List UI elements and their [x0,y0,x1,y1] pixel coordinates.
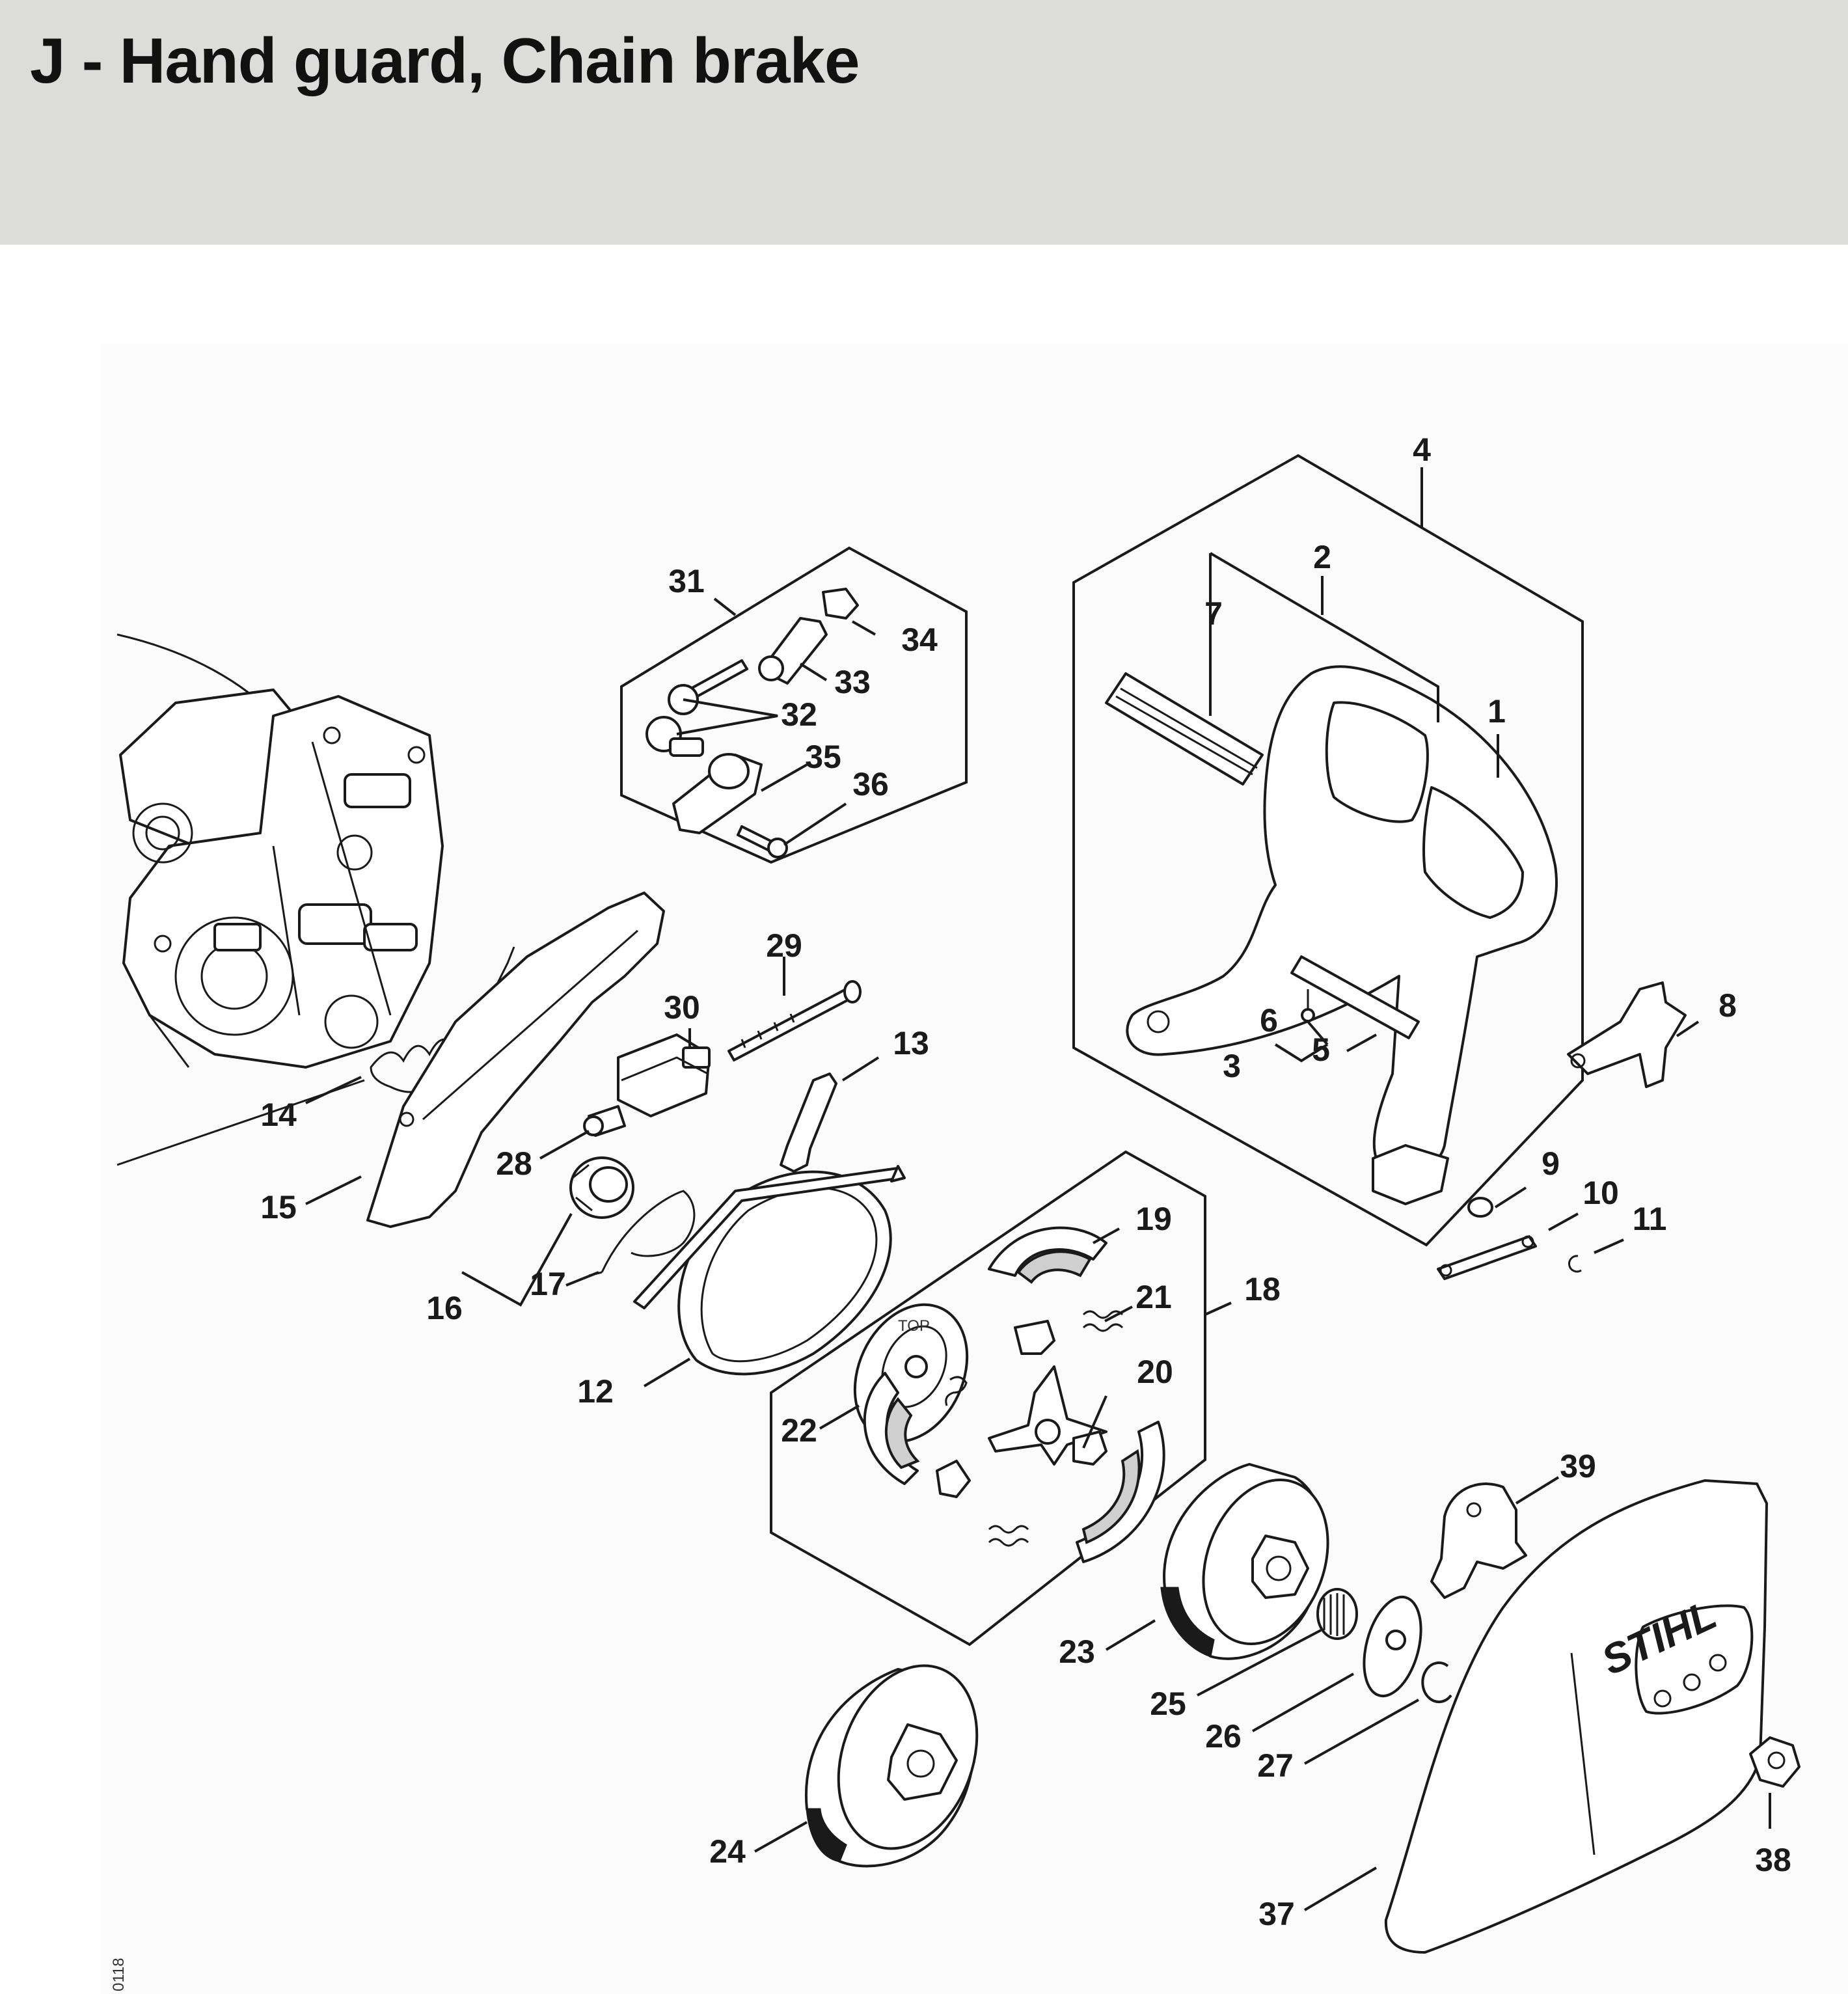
carrier-30 [617,1033,711,1117]
callout-31: 31 [668,563,705,599]
callout-labels: 1 2 3 4 5 6 7 8 9 10 11 12 13 14 15 16 1… [260,431,1791,1932]
clip-27 [1421,1661,1452,1704]
lever-13 [780,1072,837,1173]
callout-9: 9 [1542,1145,1560,1182]
callout-36: 36 [852,766,889,802]
clutch-drum-23 [1160,1463,1329,1660]
image-code: 0118 [110,1958,128,1991]
spring-21 [1082,1310,1124,1332]
group-18-outline [770,1150,1206,1646]
callout-1: 1 [1488,693,1506,730]
callout-32: 32 [781,696,817,733]
clutch-links [936,1320,1107,1498]
callout-15: 15 [260,1189,297,1225]
callout-35: 35 [805,739,841,775]
nut-9 [1467,1197,1493,1218]
callout-2: 2 [1313,539,1331,575]
sleeve-16 [569,1156,634,1219]
pin-28 [583,1105,626,1137]
sprocket-cover-37: STIHL [1384,1479,1768,1954]
callout-37: 37 [1258,1896,1295,1932]
header-bar: J - Hand guard, Chain brake [0,0,1848,245]
callout-22: 22 [781,1412,817,1449]
screw-6 [1301,989,1315,1022]
callout-28: 28 [496,1145,532,1182]
callout-21: 21 [1135,1279,1172,1315]
top-marking: TOP [898,1317,930,1335]
sprocket-24 [804,1664,979,1868]
engine-housing [116,633,444,1166]
shoe-left [863,1372,920,1485]
callout-16: 16 [426,1290,463,1326]
callout-29: 29 [766,927,802,964]
callout-4: 4 [1413,431,1431,468]
shoe-right [1076,1421,1165,1563]
callout-25: 25 [1150,1686,1186,1722]
callout-27: 27 [1257,1747,1294,1784]
callout-39: 39 [1560,1448,1596,1484]
cover-15 [366,892,665,1228]
washer-26 [1363,1595,1422,1698]
callout-17: 17 [530,1266,566,1302]
callout-8: 8 [1719,987,1737,1024]
plate-5 [1290,955,1420,1039]
callout-23: 23 [1059,1633,1095,1670]
needle-cage-25 [1316,1588,1358,1640]
spring-lower [988,1525,1029,1547]
clip-11 [1568,1255,1582,1273]
leader-lines [305,467,1771,1911]
callout-13: 13 [893,1025,929,1061]
callout-10: 10 [1583,1175,1619,1211]
page-title: J - Hand guard, Chain brake [30,25,860,96]
link-10 [1437,1235,1537,1280]
group-31-outline [620,546,968,864]
callout-12: 12 [577,1373,614,1410]
group-31-parts [645,588,859,858]
callout-33: 33 [834,664,871,700]
callout-14: 14 [260,1097,297,1133]
brake-band-12 [633,1165,906,1376]
callout-30: 30 [664,989,700,1026]
callout-34: 34 [901,621,938,658]
callout-18: 18 [1244,1271,1281,1307]
callout-19: 19 [1135,1201,1172,1237]
callout-26: 26 [1205,1718,1242,1755]
callout-5: 5 [1312,1031,1330,1068]
shoe-19 [988,1226,1107,1284]
lever-39 [1430,1482,1527,1599]
callout-11: 11 [1633,1201,1667,1237]
callout-7: 7 [1204,595,1223,632]
lever-8 [1567,981,1687,1088]
hand-guard-1 [1126,665,1558,1205]
pad-7 [1105,672,1264,785]
callout-6: 6 [1260,1002,1278,1039]
callout-3: 3 [1223,1048,1241,1084]
group-4-outline [1072,454,1584,1247]
callout-38: 38 [1755,1842,1791,1878]
nut-38 [1749,1736,1800,1788]
callout-24: 24 [709,1833,746,1870]
callout-20: 20 [1137,1354,1173,1390]
screw-29 [727,980,862,1061]
spring-left [945,1376,968,1406]
